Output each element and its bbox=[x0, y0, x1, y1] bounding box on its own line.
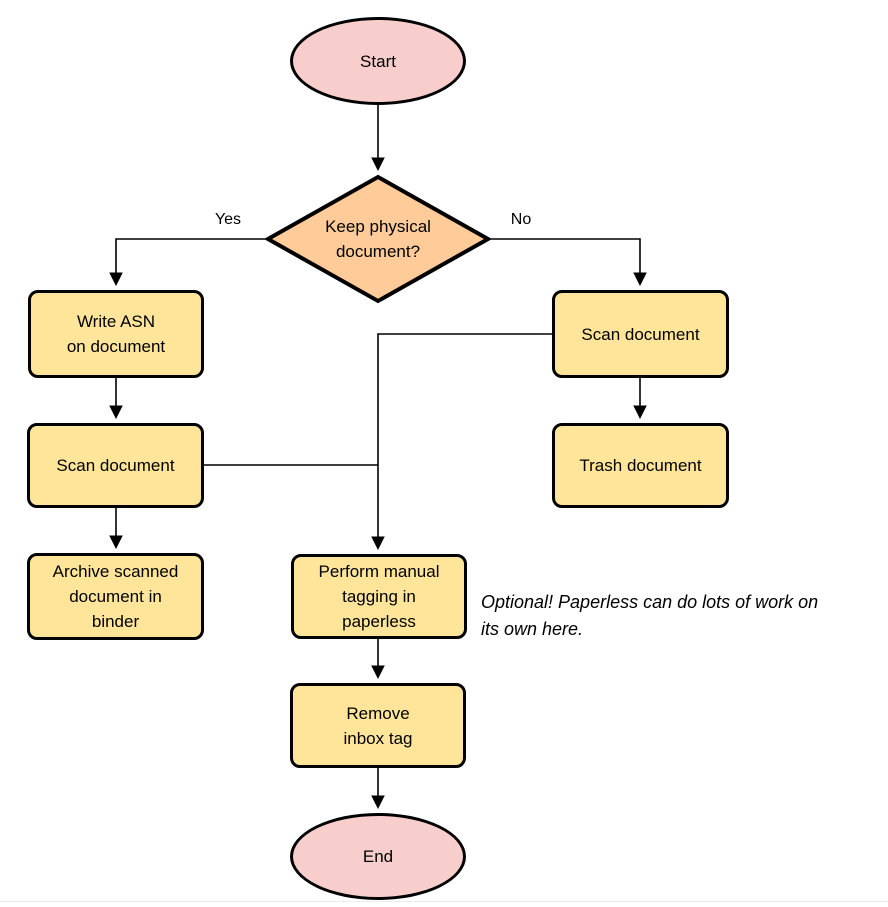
node-manual-tagging: Perform manual tagging in paperless bbox=[291, 554, 467, 639]
edge-label-no: No bbox=[510, 211, 532, 228]
diamond-shape bbox=[265, 174, 491, 304]
node-archive-binder: Archive scanned document in binder bbox=[27, 553, 204, 640]
edge-decision-to-scan-right bbox=[491, 238, 647, 287]
annotation-optional-note: Optional! Paperless can do lots of work … bbox=[481, 592, 819, 639]
node-manual-tagging-label: Perform manual tagging in paperless bbox=[318, 562, 440, 631]
node-scan-document-right-label: Scan document bbox=[581, 324, 700, 344]
node-scan-document-left-label: Scan document bbox=[56, 456, 175, 475]
node-scan-document-left: Scan document bbox=[27, 423, 204, 508]
node-start: Start bbox=[290, 17, 466, 105]
footer-divider bbox=[0, 901, 888, 902]
edge-scan-right-to-tagging bbox=[371, 333, 552, 551]
node-decision-label: Keep physical document? bbox=[325, 217, 431, 261]
edge-label-yes: Yes bbox=[214, 211, 242, 228]
node-trash-document-label: Trash document bbox=[579, 456, 702, 475]
node-trash-document: Trash document bbox=[552, 423, 729, 508]
node-remove-inbox-tag-label: Remove inbox tag bbox=[343, 703, 413, 748]
node-end: End bbox=[290, 813, 466, 900]
node-end-label: End bbox=[362, 847, 394, 866]
edge-decision-to-write-asn bbox=[109, 238, 265, 287]
node-scan-document-right: Scan document bbox=[552, 290, 729, 378]
node-write-asn-label: Write ASN on document bbox=[66, 312, 166, 356]
node-start-label: Start bbox=[360, 51, 396, 71]
node-write-asn: Write ASN on document bbox=[28, 290, 204, 378]
node-decision: Keep physical document? bbox=[265, 174, 491, 304]
node-remove-inbox-tag: Remove inbox tag bbox=[290, 683, 466, 768]
node-archive-binder-label: Archive scanned document in binder bbox=[52, 562, 179, 631]
